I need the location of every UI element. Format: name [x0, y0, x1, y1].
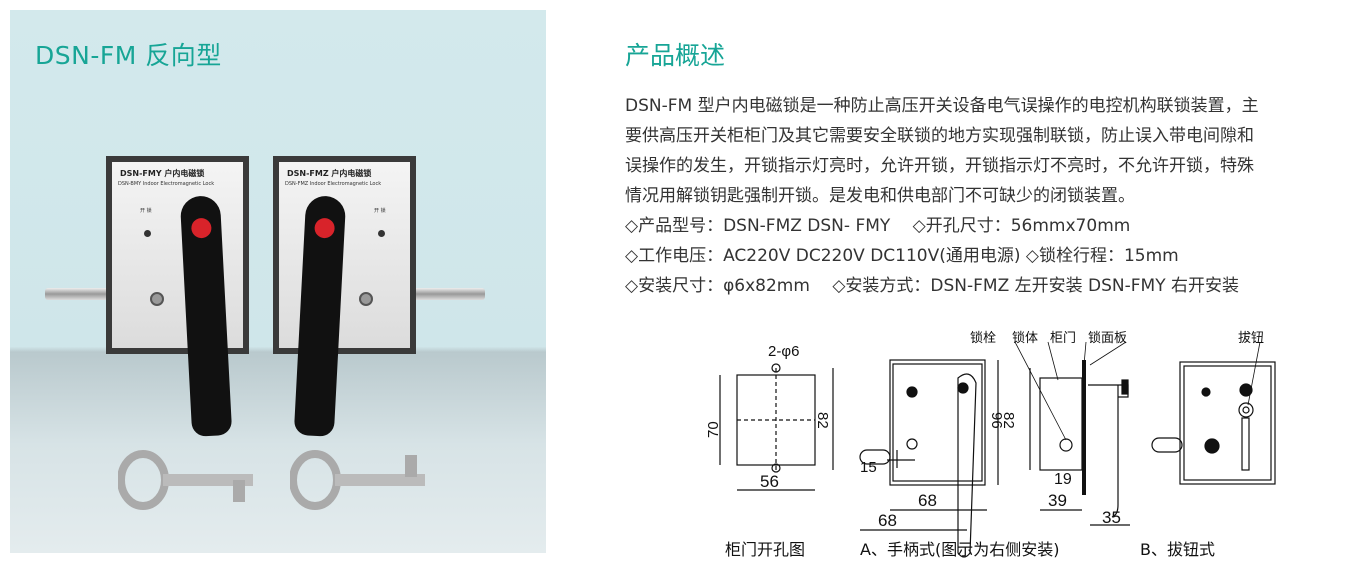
unlock-label: 开 锁 [140, 208, 152, 214]
overview-text: DSN-FM 型户内电磁锁是一种防止高压开关设备电气误操作的电控机构联锁装置，主… [625, 91, 1355, 301]
dim-label: 56 [760, 472, 779, 491]
dim-label: 2-φ6 [768, 343, 799, 360]
lock-fmy: DSN-FMY 户内电磁锁 DSN-BMY Indoor Electromagn… [106, 156, 249, 354]
caption-cutout: 柜门开孔图 [725, 540, 806, 559]
unlock-button [190, 217, 212, 239]
keyhole [150, 292, 164, 306]
product-photo: DSN-FM 反向型 DSN-FMY 户内电磁锁 DSN-BMY Indoor … [10, 10, 546, 553]
lock-subtitle: DSN-BMY Indoor Electromagnetic Lock [118, 181, 215, 187]
dim-label: 39 [1048, 491, 1067, 510]
spec-line: ◇安装尺寸：φ6x82mm ◇安装方式：DSN-FMZ 左开安装 DSN-FMY… [625, 276, 1239, 296]
spec-line: ◇工作电压：AC220V DC220V DC110V(通用电源) ◇锁栓行程：1… [625, 246, 1179, 266]
callout-label: 锁体 [1012, 330, 1038, 345]
dim-label: 82 [814, 412, 831, 429]
overview-line: DSN-FM 型户内电磁锁是一种防止高压开关设备电气误操作的电控机构联锁装置，主 [625, 96, 1259, 116]
overview-heading: 产品概述 [625, 41, 726, 70]
dim-label: 35 [1102, 508, 1121, 527]
overview-line: 误操作的发生，开锁指示灯亮时，允许开锁，开锁指示灯不亮时，不允许开锁，特殊 [625, 156, 1254, 176]
callout-label: 锁面板 [1088, 330, 1127, 345]
dim-label: 96 [988, 412, 1005, 429]
dim-label: 19 [1054, 471, 1072, 488]
unlock-key-icon [118, 450, 253, 510]
lock-fmz: DSN-FMZ 户内电磁锁 DSN-FMZ Indoor Electromagn… [273, 156, 416, 354]
dim-label: 68 [918, 491, 937, 510]
keyhole [359, 292, 373, 306]
product-photo-title: DSN-FM 反向型 [35, 41, 222, 70]
callout-label: 拔钮 [1238, 330, 1264, 345]
indicator-led [144, 230, 151, 237]
dimension-diagram: 2-φ6 70 82 56 96 15 68 68 锁栓 锁体 柜门 锁面板 8… [705, 330, 1276, 558]
lock-subtitle: DSN-FMZ Indoor Electromagnetic Lock [285, 181, 382, 187]
spec-line: ◇产品型号：DSN-FMZ DSN- FMY ◇开孔尺寸：56mmx70mm [625, 216, 1131, 236]
dim-label: 15 [860, 459, 877, 476]
overview-line: 要供高压开关柜柜门及其它需要安全联锁的地方实现强制联锁，防止误入带电间隙和 [625, 126, 1254, 146]
callout-label: 柜门 [1050, 330, 1076, 345]
lock-model-label: DSN-FMY 户内电磁锁 [120, 169, 205, 178]
caption-handle-type: A、手柄式(图示为右侧安装) [860, 540, 1060, 559]
right-bolt [405, 288, 485, 300]
caption-knob-type: B、拔钮式 [1140, 540, 1215, 559]
dim-label: 70 [705, 421, 722, 438]
dim-label: 68 [878, 511, 897, 530]
indicator-led [378, 230, 385, 237]
callout-label: 锁栓 [970, 330, 996, 345]
dim-label: 82 [1000, 412, 1017, 429]
overview-line: 情况用解锁钥匙强制开锁。是发电和供电部门不可缺少的闭锁装置。 [625, 186, 1135, 206]
left-bolt [45, 288, 125, 300]
unlock-label: 开 锁 [374, 208, 386, 214]
unlock-button [314, 217, 336, 239]
unlock-key-icon [290, 450, 425, 510]
lock-model-label: DSN-FMZ 户内电磁锁 [287, 169, 372, 178]
